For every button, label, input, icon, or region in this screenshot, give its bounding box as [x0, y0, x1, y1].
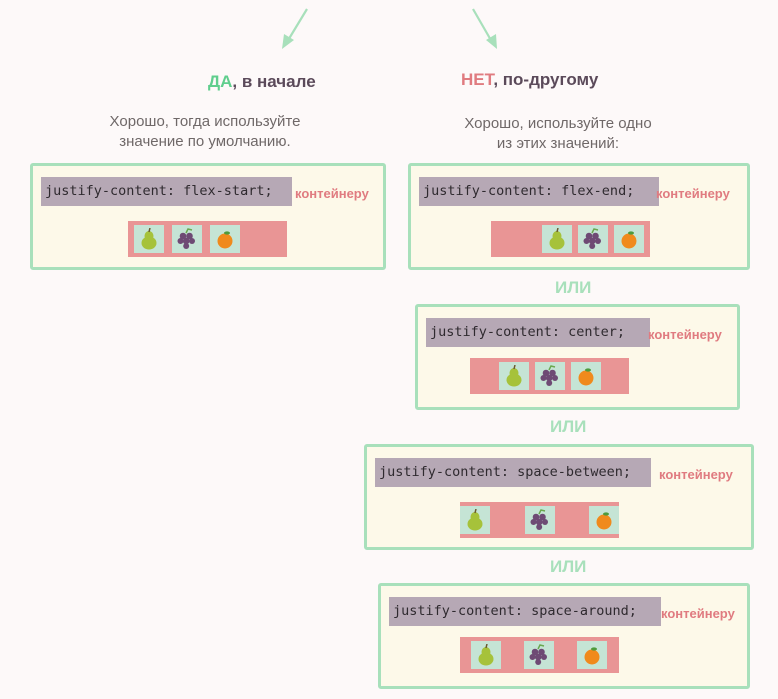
flex-item [499, 362, 529, 390]
example-box-flex-end: justify-content: flex-end; контейнеру [408, 163, 750, 270]
code-snippet: justify-content: space-around; [389, 597, 661, 626]
heading-yes: ДА, в начале [208, 72, 316, 91]
flex-item [460, 506, 490, 534]
flex-item [210, 225, 240, 253]
code-snippet: justify-content: flex-start; [41, 177, 292, 206]
flex-item [471, 641, 501, 669]
arrow-down-left-icon [278, 6, 312, 52]
heading-no: НЕТ, по-другому [461, 70, 599, 89]
example-box-space-around: justify-content: space-around; контейнер… [378, 583, 750, 689]
orange-icon [215, 228, 235, 250]
flex-item [524, 641, 554, 669]
separator-or: ИЛИ [555, 278, 592, 297]
flex-container [470, 358, 629, 394]
separator-or: ИЛИ [550, 557, 587, 576]
flex-item [571, 362, 601, 390]
flex-container [491, 221, 650, 257]
flex-item [577, 641, 607, 669]
flex-container [460, 637, 619, 673]
separator-or: ИЛИ [550, 417, 587, 436]
flex-item [535, 362, 565, 390]
example-box-space-between: justify-content: space-between; контейне… [364, 444, 754, 550]
pear-icon [139, 228, 159, 250]
orange-icon [576, 365, 596, 387]
grapes-icon [177, 228, 197, 250]
pear-icon [476, 644, 496, 666]
orange-icon [582, 644, 602, 666]
grapes-icon [530, 509, 550, 531]
flex-item [134, 225, 164, 253]
code-snippet: justify-content: center; [426, 318, 650, 347]
flex-item [172, 225, 202, 253]
orange-icon [619, 228, 639, 250]
target-label: контейнеру [656, 186, 730, 201]
flex-item [525, 506, 555, 534]
target-label: контейнеру [295, 186, 369, 201]
grapes-icon [583, 228, 603, 250]
flex-item [614, 225, 644, 253]
flex-container [460, 502, 619, 538]
flex-item [589, 506, 619, 534]
pear-icon [504, 365, 524, 387]
flex-item [542, 225, 572, 253]
flex-container [128, 221, 287, 257]
target-label: контейнеру [661, 606, 735, 621]
target-label: контейнеру [659, 467, 733, 482]
target-label: контейнеру [648, 327, 722, 342]
grapes-icon [529, 644, 549, 666]
arrow-down-right-icon [468, 6, 502, 52]
flex-item [578, 225, 608, 253]
pear-icon [465, 509, 485, 531]
example-box-center: justify-content: center; контейнеру [415, 304, 740, 410]
pear-icon [547, 228, 567, 250]
example-box-flex-start: justify-content: flex-start; контейнеру [30, 163, 386, 270]
code-snippet: justify-content: flex-end; [419, 177, 659, 206]
orange-icon [594, 509, 614, 531]
code-snippet: justify-content: space-between; [375, 458, 651, 487]
grapes-icon [540, 365, 560, 387]
